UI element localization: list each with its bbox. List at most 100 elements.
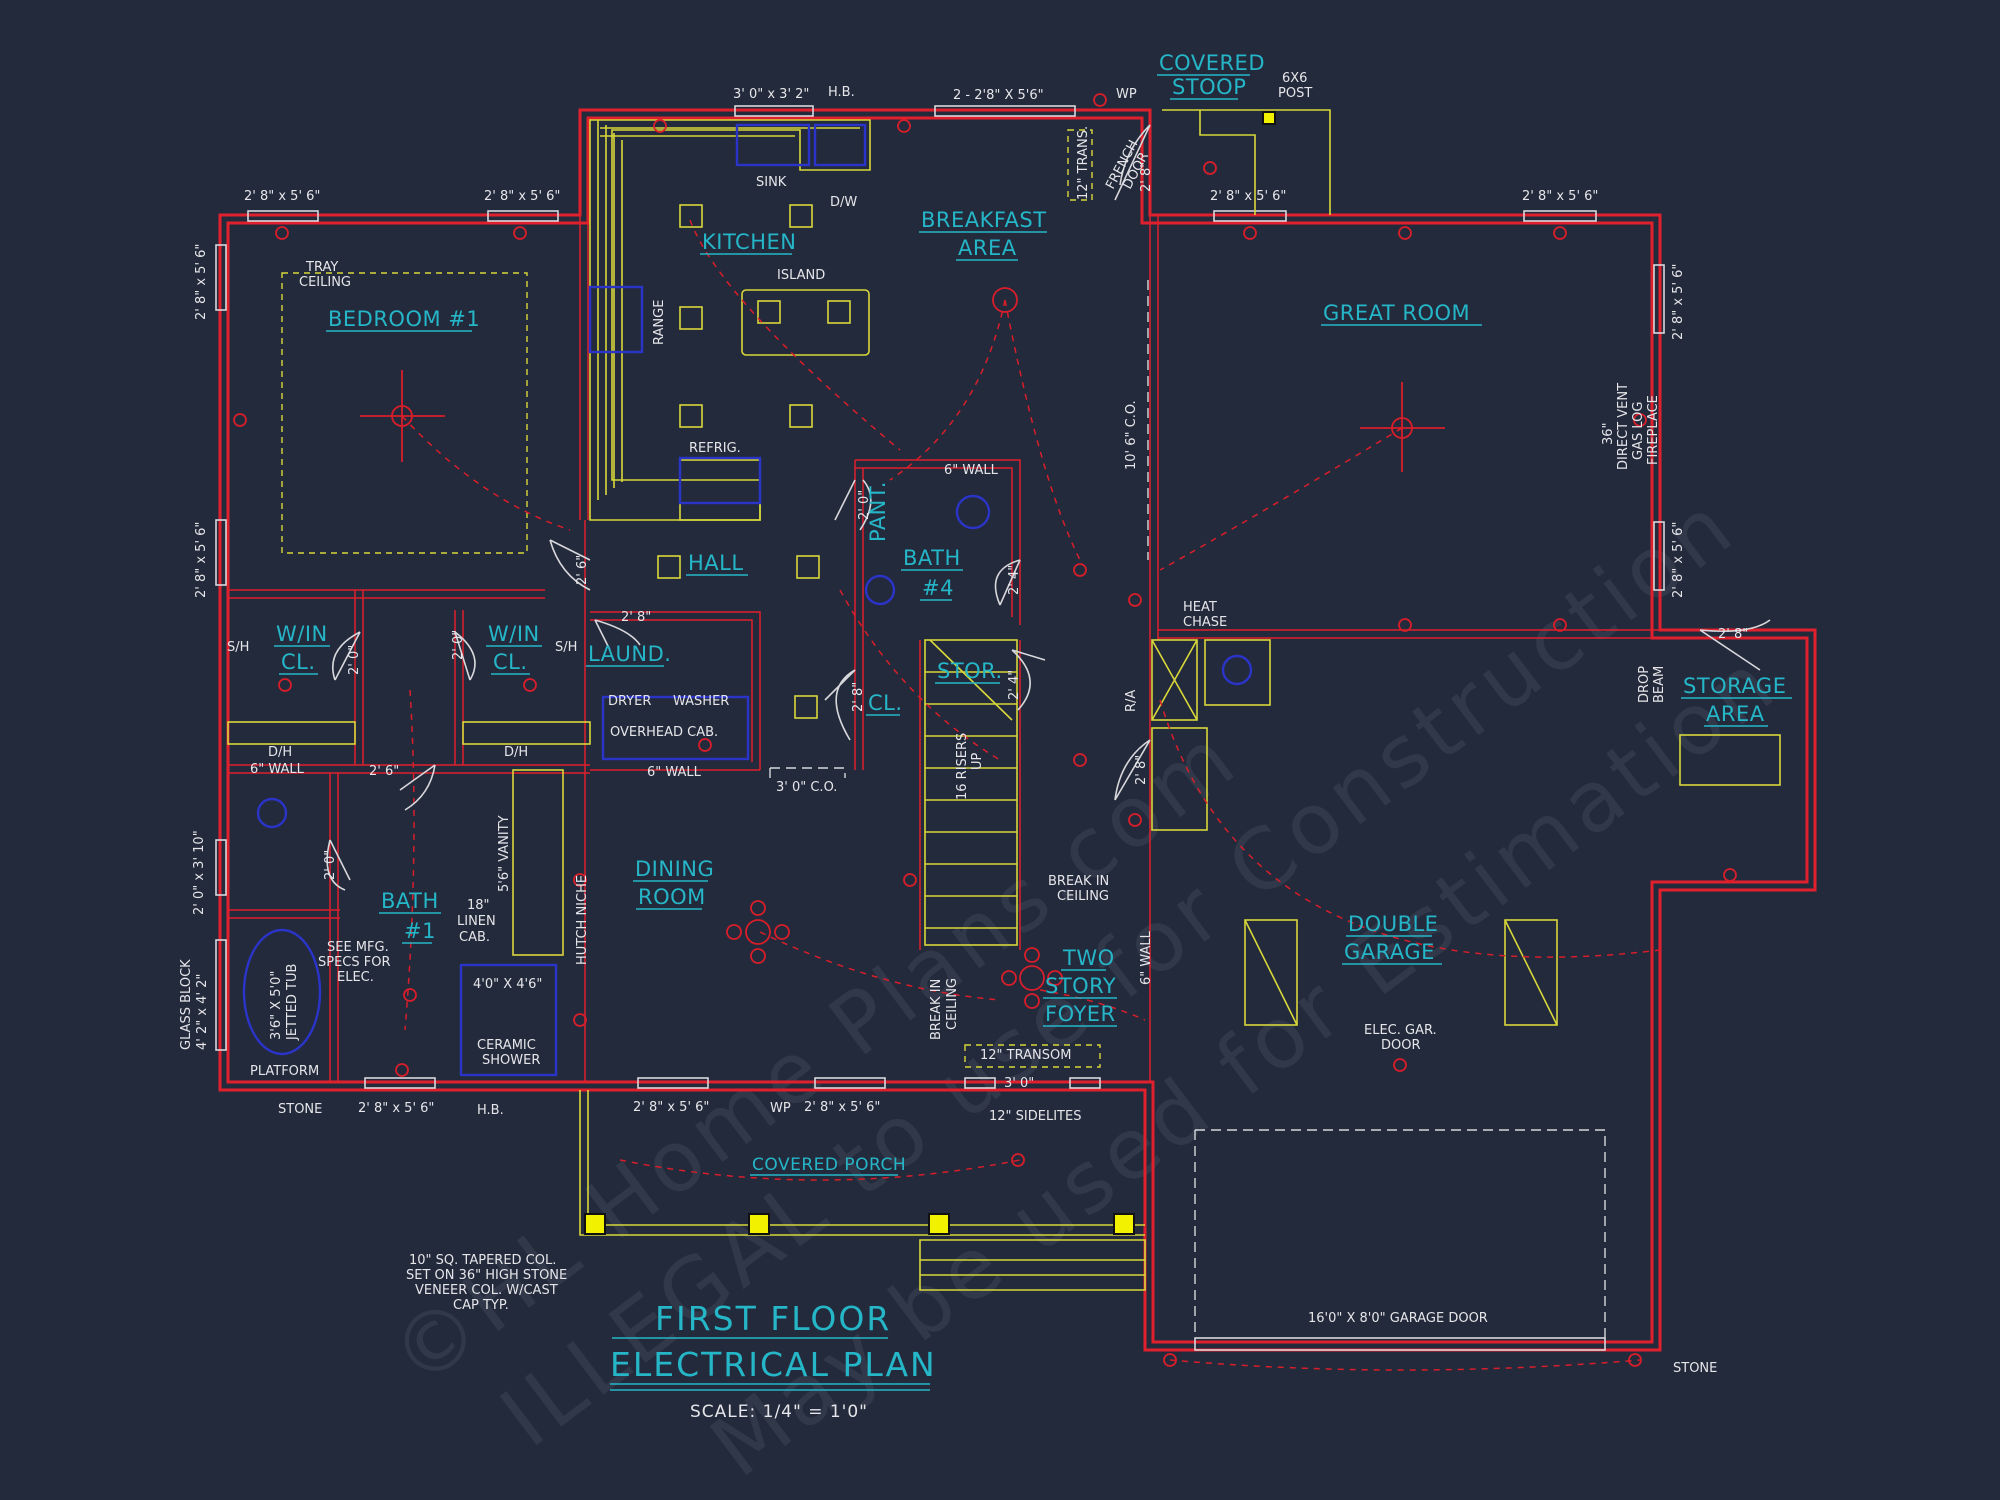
room-closet: CL. [868, 691, 903, 715]
note-glass-block-a: GLASS BLOCK [179, 959, 194, 1050]
note-risers-a: 16 RISERS [955, 733, 970, 800]
note-door-closet: 2' 8" [851, 682, 866, 712]
dishwasher-icon [813, 123, 867, 167]
room-bath-4-b: #4 [922, 576, 954, 600]
note-single-hung-left: S/H [227, 640, 249, 655]
room-kitchen: KITCHEN [702, 230, 797, 254]
note-window-bottom-b: 2' 8" x 5' 6" [633, 1100, 709, 1115]
room-pantry: PANT. [866, 481, 890, 542]
note-window-2-2-8x5-6: 2 - 2'8" X 5'6" [953, 88, 1044, 103]
note-door-wc: 2' 0" [323, 850, 338, 880]
note-door-win-closet-left: 2' 0" [347, 645, 362, 675]
note-linen-b: LINEN [457, 914, 496, 929]
room-win-closet-right-a: W/IN [488, 622, 540, 646]
porch-column-4 [1113, 1213, 1135, 1235]
note-see-mfg-b: SPECS FOR [318, 955, 391, 970]
doors [326, 124, 1771, 1338]
room-bath-4-a: BATH [903, 546, 961, 570]
porch-column-3 [928, 1213, 950, 1235]
exterior-walls [218, 108, 1817, 1352]
note-cased-opening-3-0: 3' 0" C.O. [776, 780, 837, 795]
note-hose-bib-top: H.B. [828, 85, 855, 100]
plan-scale: SCALE: 1/4" = 1'0" [690, 1402, 868, 1422]
plan-title-line-1: FIRST FLOOR [655, 1299, 891, 1338]
room-covered-stoop-1: COVERED [1159, 51, 1265, 75]
note-linen-a: 18" [467, 898, 490, 913]
note-window-3-0x3-2: 3' 0" x 3' 2" [733, 87, 809, 102]
note-window-left-a: 2' 8" x 5' 6" [194, 244, 209, 320]
note-risers-b: UP [970, 752, 985, 770]
note-vanity: 5'6" VANITY [497, 815, 512, 892]
stoop-post [1262, 111, 1276, 125]
note-island: ISLAND [777, 268, 825, 283]
room-garage-b: GARAGE [1344, 940, 1435, 964]
room-bath-1-a: BATH [381, 889, 439, 913]
note-door-garage: 2' 8" [1134, 755, 1149, 785]
note-window-great-a: 2' 8" x 5' 6" [1210, 189, 1286, 204]
chandelier-icon [726, 900, 790, 964]
note-jetted-tub: JETTED TUB [285, 964, 300, 1041]
room-covered-porch: COVERED PORCH [752, 1155, 906, 1175]
receptacles [233, 93, 1737, 1367]
note-drop-beam-b: BEAM [1652, 666, 1667, 703]
note-door-pantry: 2' 0" [857, 490, 872, 520]
room-foyer-a: TWO [1062, 946, 1115, 970]
note-shower-b: SHOWER [482, 1053, 540, 1068]
note-window-bed-b: 2' 8" x 5' 6" [484, 189, 560, 204]
note-door-laundry: 2' 8" [621, 610, 651, 625]
room-bedroom-1: BEDROOM #1 [328, 307, 480, 331]
stairs [924, 639, 1018, 946]
washer-dryer-icon [601, 695, 750, 761]
note-dishwasher: D/W [830, 195, 857, 210]
room-hall: HALL [688, 551, 744, 575]
note-garage-door: 16'0" X 8'0" GARAGE DOOR [1308, 1311, 1488, 1326]
note-wp-bottom: WP [770, 1101, 791, 1116]
jetted-tub-icon [242, 928, 322, 1056]
room-laundry: LAUND. [588, 642, 671, 666]
note-transom: 12" TRANSOM [980, 1048, 1071, 1063]
note-return-air: R/A [1124, 690, 1139, 712]
note-column-c: VENEER COL. W/CAST [415, 1283, 558, 1298]
note-wp-top: WP [1116, 87, 1137, 102]
sink-bath4-icon [955, 494, 991, 530]
note-fireplace-a: 36" [1601, 422, 1616, 445]
room-foyer-b: STORY [1045, 974, 1116, 998]
note-6-wall-laundry: 6" WALL [647, 765, 702, 780]
room-win-closet-left-b: CL. [281, 650, 316, 674]
note-hose-bib-bottom: H.B. [477, 1103, 504, 1118]
sink-icon [735, 123, 811, 167]
note-stone-right: STONE [1673, 1361, 1717, 1376]
toilet-icon [864, 574, 896, 606]
shower-icon [459, 963, 558, 1077]
misc-yellow [227, 109, 1781, 1068]
recessed-lights [657, 204, 1018, 719]
room-dining-a: DINING [635, 857, 714, 881]
note-elec-garage-b: DOOR [1381, 1038, 1421, 1053]
note-post-a: 6X6 [1282, 71, 1307, 86]
porch [579, 111, 1276, 1291]
porch-column-1 [584, 1213, 606, 1235]
furnace-icon [1221, 654, 1253, 686]
plan-title-line-2: ELECTRICAL PLAN [610, 1345, 937, 1384]
note-heat-chase-b: CHASE [1183, 615, 1227, 630]
note-hutch-niche: HUTCH NICHE [575, 875, 590, 965]
note-window-left-b: 2' 8" x 5' 6" [194, 522, 209, 598]
room-dining-b: ROOM [638, 885, 706, 909]
note-door-bath4: 2' 4" [1007, 565, 1022, 595]
wiring-circuits [401, 219, 1661, 1371]
note-window-bed-a: 2' 8" x 5' 6" [244, 189, 320, 204]
note-washer: WASHER [673, 694, 729, 709]
note-6-wall-garage: 6" WALL [1139, 930, 1154, 985]
note-break-in-ceiling-v-a: BREAK IN [929, 979, 944, 1040]
note-french-door-width: 2' 8" [1139, 162, 1154, 192]
note-column-b: SET ON 36" HIGH STONE [406, 1268, 567, 1283]
windows [215, 105, 1665, 1351]
note-6-wall-bath4: 6" WALL [944, 463, 999, 478]
room-garage-a: DOUBLE [1348, 912, 1438, 936]
porch-column-2 [748, 1213, 770, 1235]
room-bath-1-b: #1 [404, 919, 436, 943]
note-window-bottom-c: 2' 8" x 5' 6" [804, 1100, 880, 1115]
note-fireplace-c: GAS LOG [1631, 402, 1646, 460]
room-foyer-c: FOYER [1045, 1002, 1116, 1026]
